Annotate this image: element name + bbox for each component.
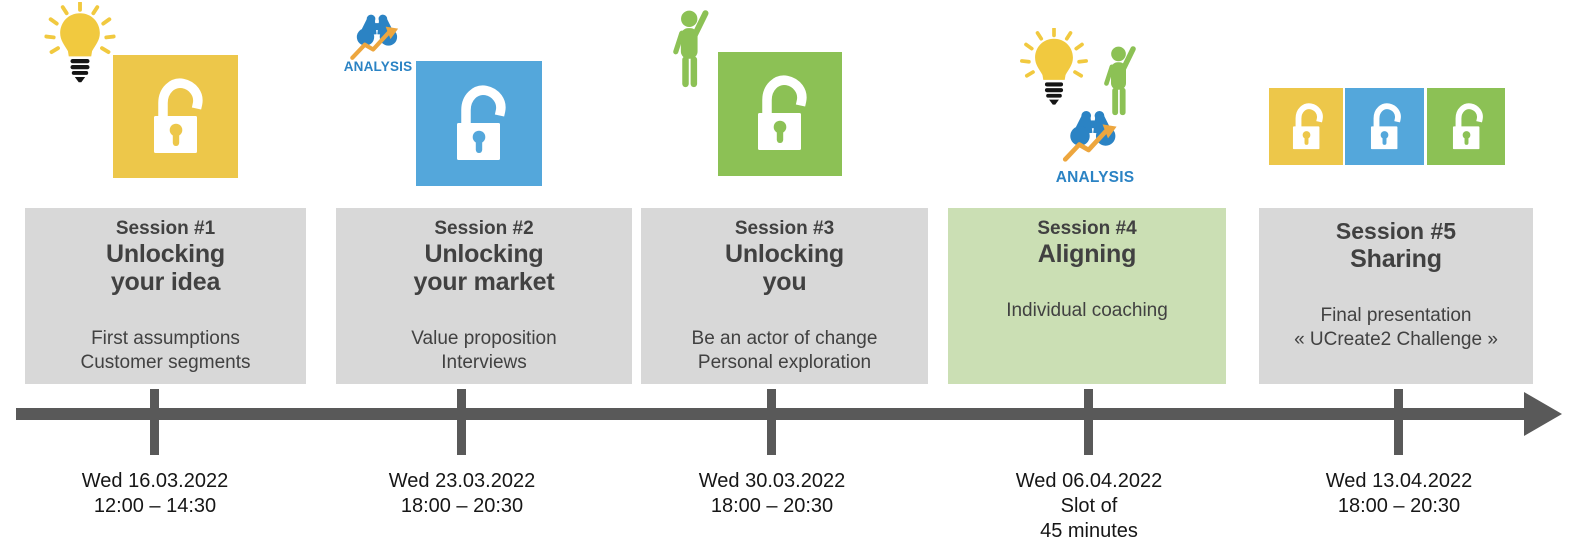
analysis-label: ANALYSIS <box>1055 169 1135 186</box>
unlocked-padlock-icon <box>750 75 810 153</box>
timeline-bar <box>16 408 1530 420</box>
unlocked-padlock-icon <box>449 85 509 163</box>
session-1-card: Session #1 Unlocking your idea First ass… <box>25 208 306 384</box>
session-details: Final presentation « UCreate2 Challenge … <box>1294 305 1498 350</box>
timeline-tick <box>457 389 466 455</box>
session-title: Unlocking you <box>724 240 845 296</box>
analysis-binoculars-icon <box>1056 108 1132 164</box>
session-details: Individual coaching <box>1006 300 1168 321</box>
session-label: Session #5 <box>1335 218 1457 244</box>
unlocked-padlock-icon <box>1448 103 1485 151</box>
session-4-card: Session #4 Aligning Individual coaching <box>948 208 1226 384</box>
yellow-mini-lock-square <box>1269 88 1343 165</box>
session-title: Sharing <box>1350 245 1442 273</box>
green-mini-lock-square <box>1427 88 1505 165</box>
session-details: Be an actor of change Personal explorati… <box>691 328 878 373</box>
green-lock-square <box>718 52 842 176</box>
lightbulb-icon <box>44 2 116 90</box>
timeline-tick <box>150 389 159 455</box>
session-title: Unlocking your idea <box>105 240 226 296</box>
yellow-lock-square <box>113 55 238 178</box>
session-3-card: Session #3 Unlocking you Be an actor of … <box>641 208 928 384</box>
blue-mini-lock-square <box>1345 88 1424 165</box>
session-5-card: Session #5 Sharing Final presentation « … <box>1259 208 1533 384</box>
lightbulb-icon <box>1018 28 1090 112</box>
person-raising-hand-icon <box>671 10 713 88</box>
blue-lock-square <box>416 61 542 186</box>
analysis-binoculars-icon <box>343 12 413 62</box>
session-label: Session #2 <box>434 218 534 239</box>
session-title: Unlocking your market <box>413 240 555 296</box>
timeline-tick <box>767 389 776 455</box>
unlocked-padlock-icon <box>1288 103 1325 151</box>
session-label: Session #3 <box>734 218 835 239</box>
session-date: Wed 30.03.2022 18:00 – 20:30 <box>698 470 846 517</box>
session-label: Session #1 <box>115 218 216 239</box>
unlocked-padlock-icon <box>146 78 206 156</box>
person-raising-hand-icon <box>1102 46 1140 116</box>
session-details: Value proposition Interviews <box>411 328 557 373</box>
session-date: Wed 06.04.2022 Slot of 45 minutes <box>1015 470 1163 542</box>
session-date: Wed 13.04.2022 18:00 – 20:30 <box>1325 470 1473 517</box>
analysis-label: ANALYSIS <box>343 59 413 74</box>
session-title: Aligning <box>1037 240 1137 268</box>
timeline-tick <box>1394 389 1403 455</box>
timeline-tick <box>1084 389 1093 455</box>
session-label: Session #4 <box>1037 218 1137 239</box>
timeline-arrowhead-icon <box>1524 392 1562 436</box>
session-date: Wed 23.03.2022 18:00 – 20:30 <box>388 470 536 517</box>
unlocked-padlock-icon <box>1366 103 1403 151</box>
session-2-card: Session #2 Unlocking your market Value p… <box>336 208 632 384</box>
session-details: First assumptions Customer segments <box>80 328 251 373</box>
session-date: Wed 16.03.2022 12:00 – 14:30 <box>81 470 229 517</box>
